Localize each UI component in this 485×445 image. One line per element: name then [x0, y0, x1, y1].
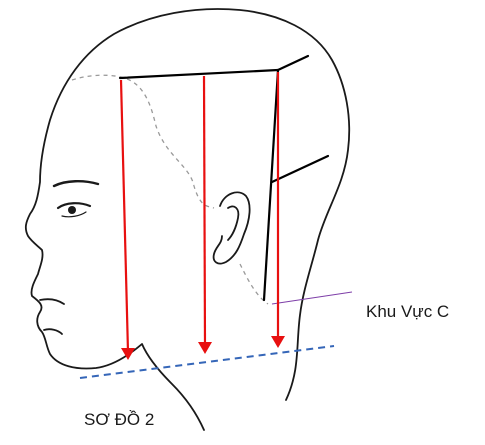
down-arrow-icon — [271, 336, 285, 348]
chin-outline — [44, 329, 62, 334]
zone-label: Khu Vực C — [366, 302, 449, 322]
top-parting — [120, 70, 278, 78]
occipital-diagonal — [272, 156, 328, 182]
head-profile-icon — [26, 9, 349, 430]
figure-caption: SƠ ĐỒ 2 — [84, 410, 154, 430]
guide-arrows — [121, 72, 285, 360]
iris — [68, 206, 76, 214]
back-vertical-parting — [264, 70, 278, 300]
ear-outline — [214, 192, 250, 263]
mouth-outline — [40, 299, 64, 304]
down-arrow-icon — [198, 342, 212, 354]
zone-pointer-line — [272, 292, 352, 304]
hairline-dashed — [72, 75, 214, 208]
down-arrow-icon — [204, 76, 205, 346]
head-outline — [26, 9, 349, 430]
brow — [54, 181, 98, 186]
ear-inner — [228, 206, 238, 240]
eye-icon — [54, 181, 98, 217]
crown-diagonal — [278, 56, 308, 70]
down-arrow-icon — [121, 80, 128, 352]
